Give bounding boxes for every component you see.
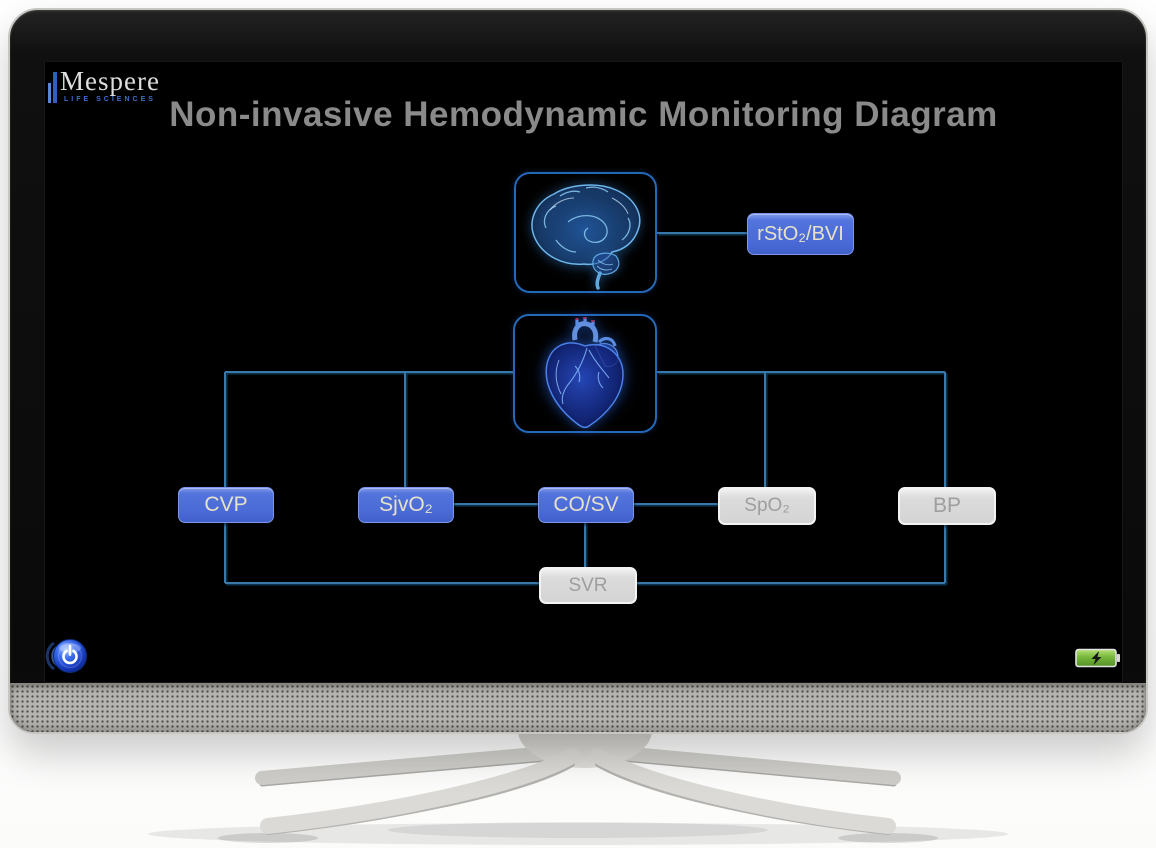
cosv-button[interactable]: CO/SV bbox=[538, 487, 634, 523]
mespere-logo-mark-icon bbox=[48, 72, 57, 103]
display-screen: Mespere LIFE SCIENCES Non-invasive Hemod… bbox=[45, 62, 1122, 682]
monitor-stand bbox=[148, 728, 1008, 845]
bp-button[interactable]: BP bbox=[898, 487, 996, 525]
spo2-button[interactable]: SpO₂ bbox=[718, 487, 816, 525]
cvp-button[interactable]: CVP bbox=[178, 487, 274, 523]
monitor-bezel: Mespere LIFE SCIENCES Non-invasive Hemod… bbox=[8, 8, 1148, 734]
sjvo2-button[interactable]: SjvO₂ bbox=[358, 487, 454, 523]
battery-charging-icon bbox=[1075, 648, 1120, 668]
heart-panel[interactable] bbox=[513, 314, 657, 433]
brain-icon bbox=[526, 182, 642, 290]
power-button[interactable] bbox=[45, 634, 93, 680]
heart-icon bbox=[531, 317, 639, 429]
rsto2-bvi-button[interactable]: rStO₂/BVI bbox=[747, 213, 854, 255]
battery-indicator bbox=[1075, 648, 1121, 668]
svr-button[interactable]: SVR bbox=[539, 567, 637, 604]
page-title: Non-invasive Hemodynamic Monitoring Diag… bbox=[169, 95, 998, 134]
power-icon bbox=[45, 639, 87, 673]
brain-panel[interactable] bbox=[514, 172, 657, 293]
speaker-grille bbox=[10, 683, 1146, 732]
brand-name: Mespere bbox=[60, 66, 160, 96]
mespere-logo: Mespere LIFE SCIENCES bbox=[48, 67, 160, 103]
brand-tagline: LIFE SCIENCES bbox=[64, 96, 156, 103]
